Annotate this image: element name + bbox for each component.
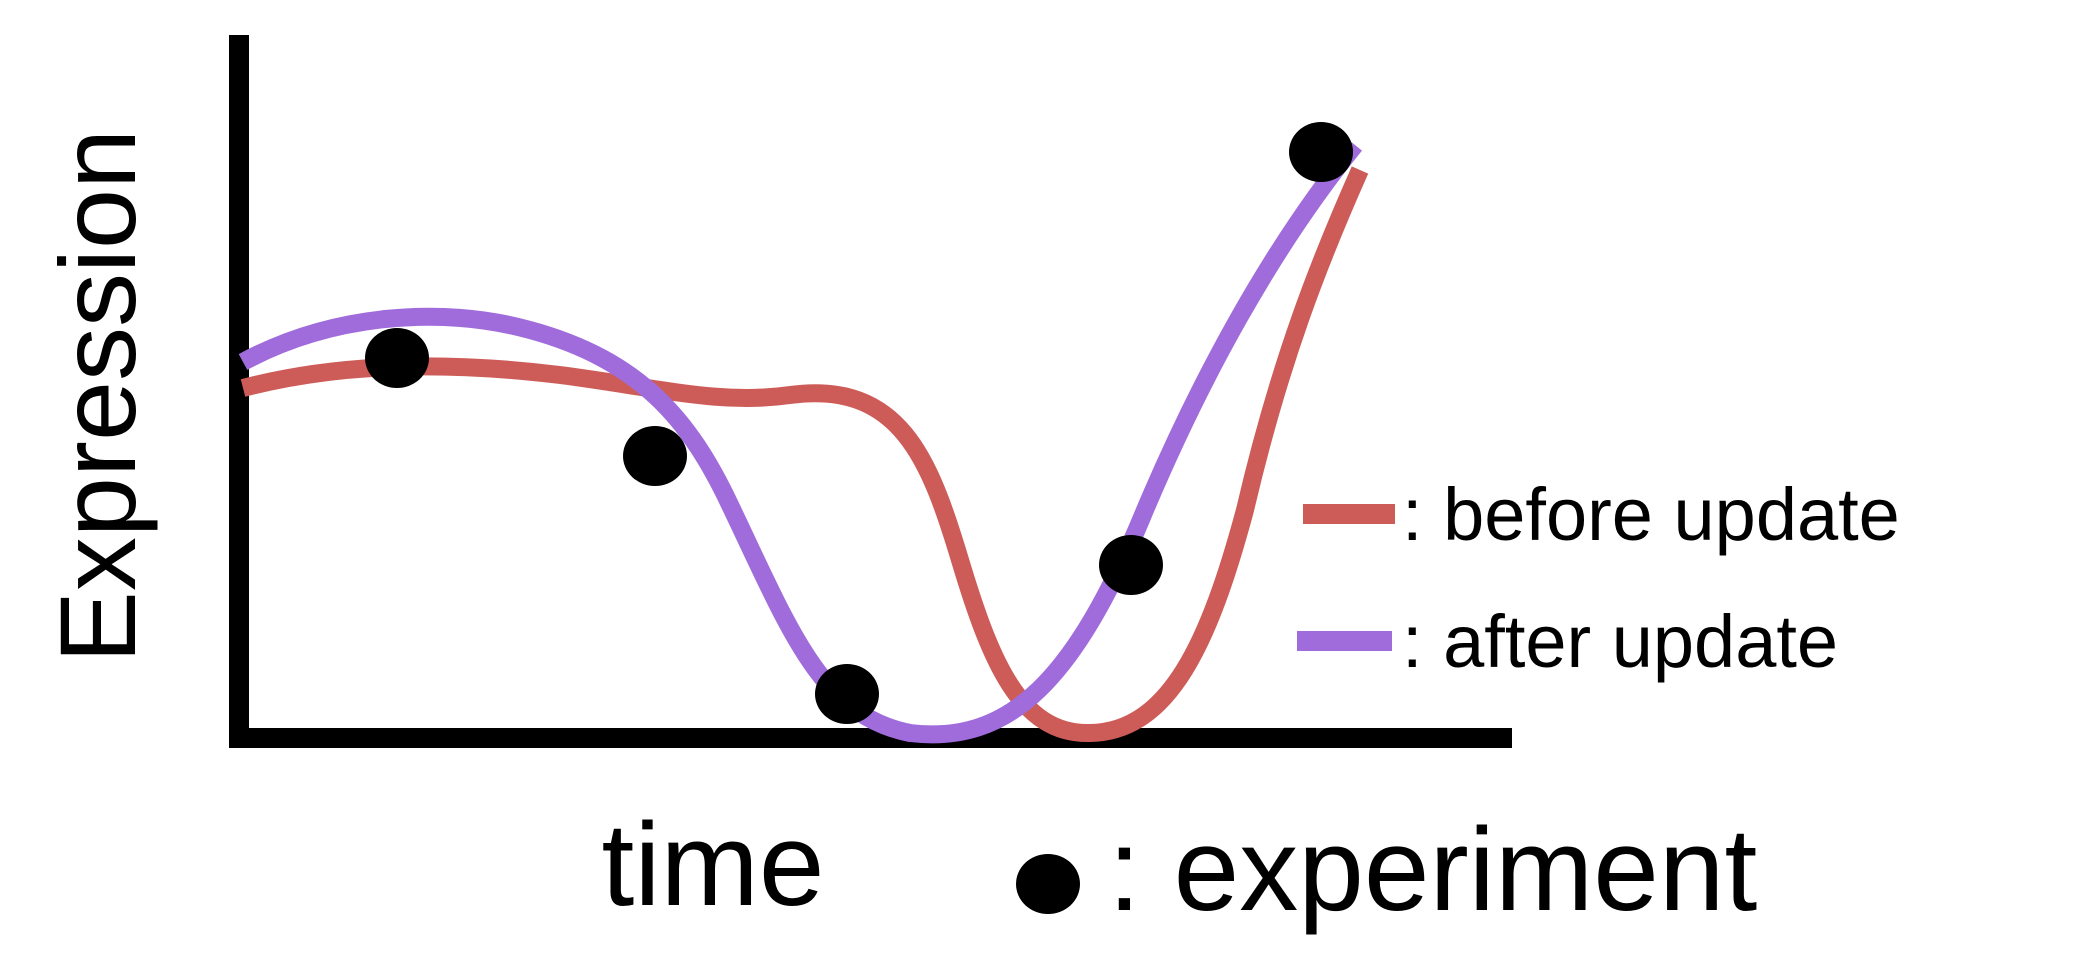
- before-update-curve: [240, 166, 1369, 743]
- experiment-point: [1289, 122, 1353, 182]
- x-axis-label: time: [602, 799, 825, 931]
- experiment-point: [365, 328, 429, 388]
- y-axis-label: Expression: [37, 129, 158, 663]
- experiment-point: [623, 426, 687, 486]
- legend-label-experiment: : experiment: [1108, 804, 1757, 936]
- experiment-point: [1099, 535, 1163, 595]
- legend-label-after: : after update: [1402, 600, 1838, 683]
- legend-label-before: : before update: [1402, 473, 1900, 556]
- legend-experiment-dot: [1016, 854, 1080, 914]
- experiment-point: [815, 664, 879, 724]
